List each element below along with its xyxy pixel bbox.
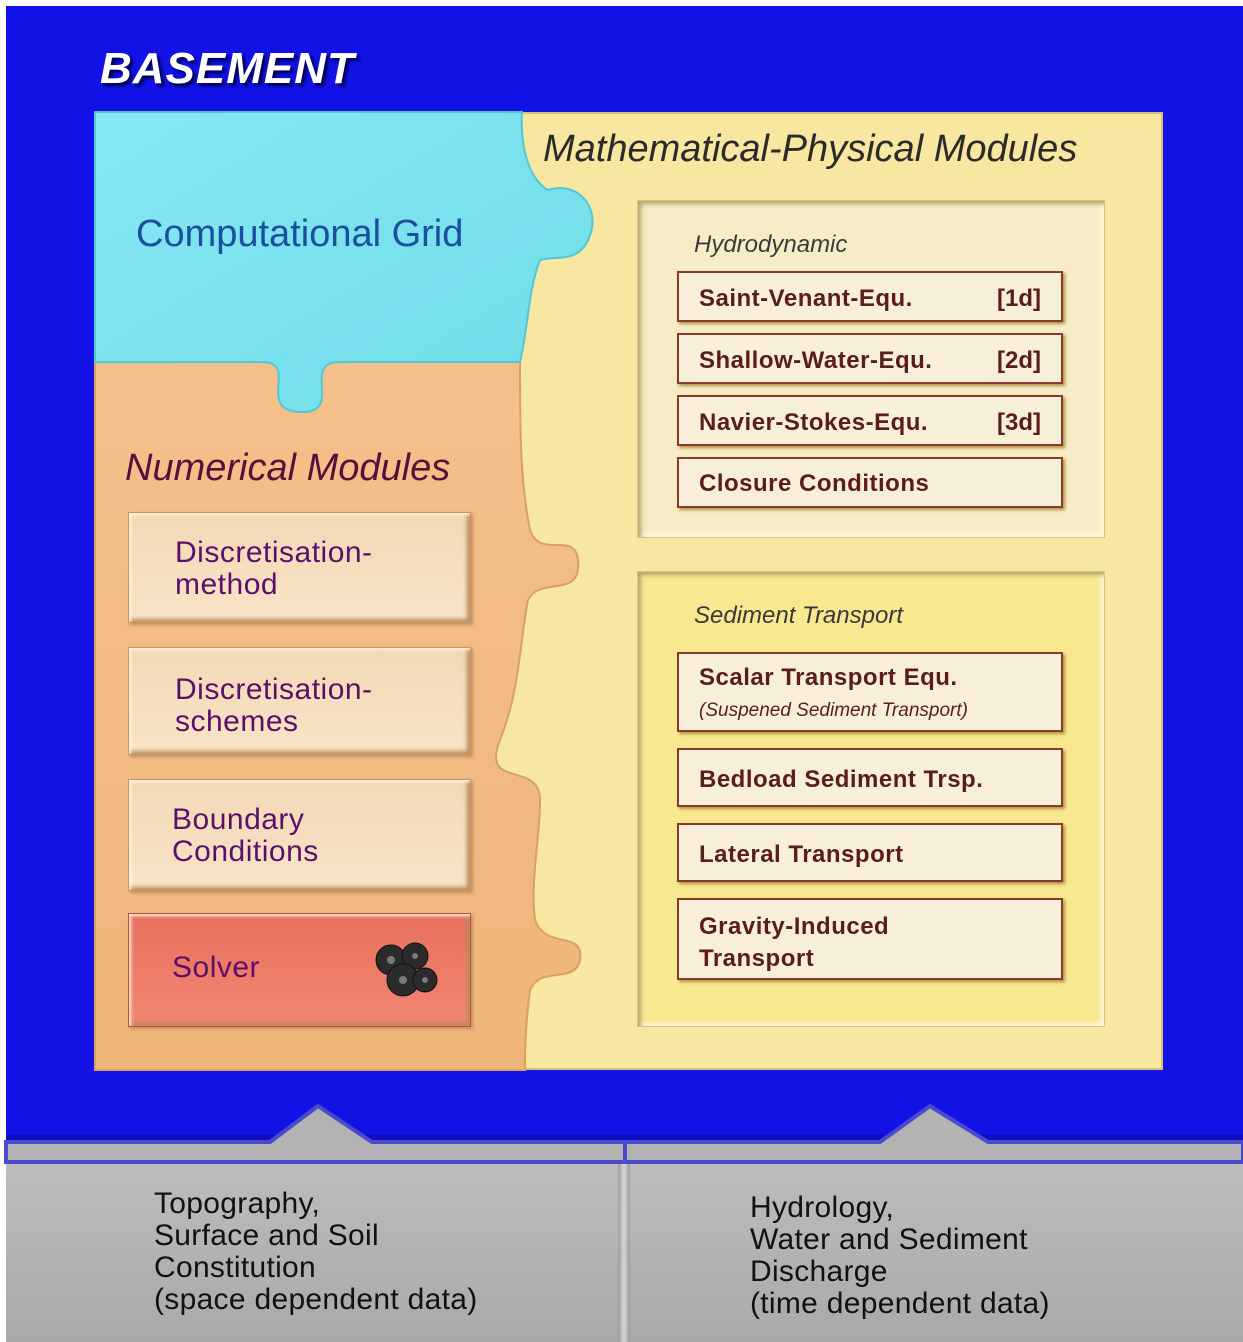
numbox-line: Boundary <box>172 803 305 836</box>
module-label: Scalar Transport Equ. <box>699 664 958 691</box>
module-dimension: [3d] <box>997 409 1041 436</box>
gears-icon <box>375 942 438 997</box>
numbox-line: method <box>175 568 279 601</box>
numbox-line: Conditions <box>172 835 319 868</box>
module-label: Transport <box>699 945 815 972</box>
math-physical-modules-label: Mathematical-Physical Modules <box>543 128 1078 170</box>
module-label: Closure Conditions <box>699 470 930 497</box>
module-label: Saint-Venant-Equ. <box>699 285 913 312</box>
shallow-water-box: Shallow-Water-Equ. [2d] <box>677 333 1063 384</box>
numerical-modules-label: Numerical Modules <box>125 447 451 489</box>
gravity-induced-box: Gravity-Induced Transport <box>677 898 1063 980</box>
bedload-transport-box: Bedload Sediment Trsp. <box>677 748 1063 807</box>
discretisation-method-box: Discretisation- method <box>128 512 471 623</box>
time-data-line: Water and Sediment <box>750 1223 1028 1256</box>
hydrodynamic-title: Hydrodynamic <box>694 231 848 258</box>
time-data-text: Hydrology, Water and Sediment Discharge … <box>750 1192 1050 1320</box>
module-sublabel: (Suspened Sediment Transport) <box>699 700 968 721</box>
space-data-line: (space dependent data) <box>154 1283 478 1316</box>
navier-stokes-box: Navier-Stokes-Equ. [3d] <box>677 395 1063 446</box>
saint-venant-box: Saint-Venant-Equ. [1d] <box>677 271 1063 322</box>
module-label: Shallow-Water-Equ. <box>699 347 933 374</box>
numbox-line: schemes <box>175 705 299 738</box>
time-data-line: (time dependent data) <box>750 1287 1050 1320</box>
module-label: Bedload Sediment Trsp. <box>699 766 984 793</box>
module-dimension: [2d] <box>997 347 1041 374</box>
space-data-line: Constitution <box>154 1251 317 1284</box>
right-input-tab <box>623 1103 1243 1164</box>
boundary-conditions-box: Boundary Conditions <box>128 779 471 891</box>
sediment-transport-title: Sediment Transport <box>694 602 903 629</box>
module-dimension: [1d] <box>997 285 1041 312</box>
app-title: BASEMENT <box>100 44 355 93</box>
module-label: Navier-Stokes-Equ. <box>699 409 929 436</box>
time-data-line: Discharge <box>750 1255 888 1288</box>
space-data-line: Topography, <box>154 1187 321 1220</box>
discretisation-schemes-box: Discretisation- schemes <box>128 647 471 755</box>
input-divider <box>618 1157 630 1342</box>
closure-conditions-box: Closure Conditions <box>677 457 1063 508</box>
space-data-line: Surface and Soil <box>154 1219 379 1252</box>
lateral-transport-box: Lateral Transport <box>677 823 1063 882</box>
numbox-line: Discretisation- <box>175 673 373 706</box>
module-label: Lateral Transport <box>699 841 904 868</box>
numbox-line: Discretisation- <box>175 536 373 569</box>
solver-box: Solver <box>128 913 471 1027</box>
solver-label: Solver <box>172 951 261 984</box>
computational-grid-label: Computational Grid <box>136 213 464 255</box>
space-data-text: Topography, Surface and Soil Constitutio… <box>154 1188 478 1316</box>
scalar-transport-box: Scalar Transport Equ. (Suspened Sediment… <box>677 652 1063 732</box>
module-label: Gravity-Induced <box>699 913 890 940</box>
left-input-tab <box>4 1103 627 1164</box>
grid-piece <box>94 111 594 414</box>
time-data-line: Hydrology, <box>750 1191 895 1224</box>
